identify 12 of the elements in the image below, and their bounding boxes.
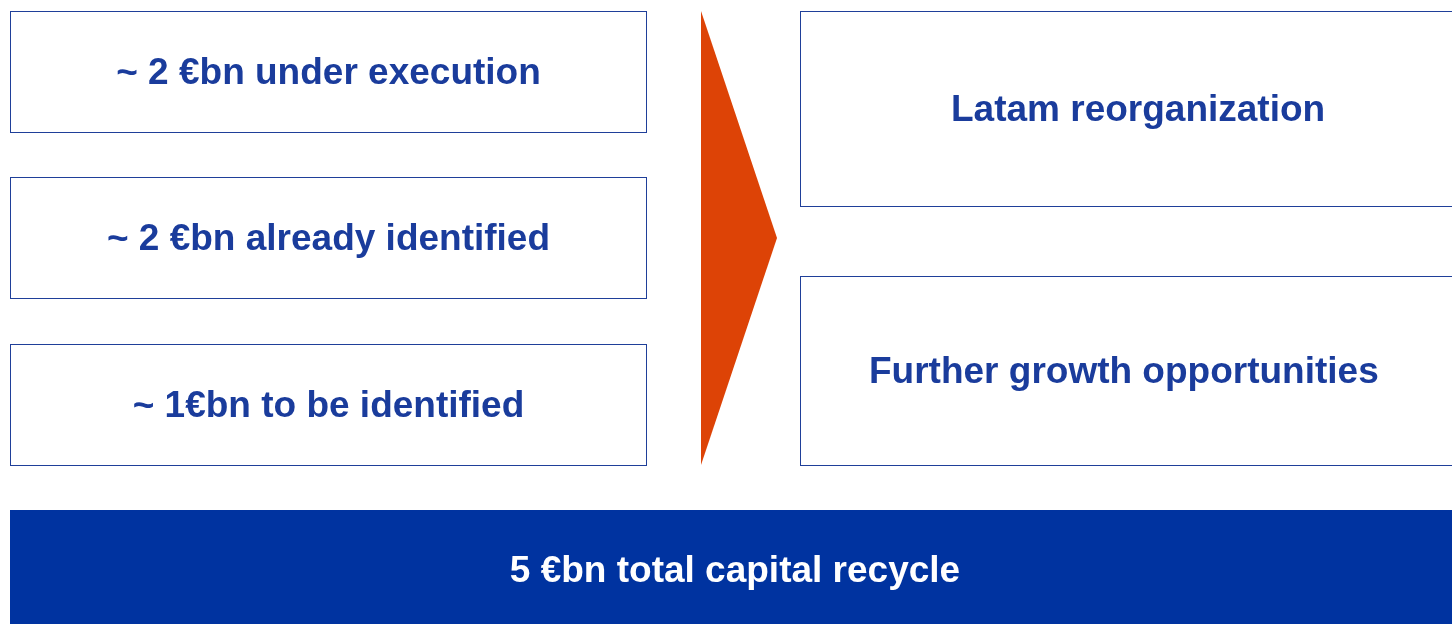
text-box bbox=[800, 11, 1452, 207]
node-label: ~ 1€bn to be identified bbox=[132, 384, 525, 426]
node-label: Latam reorganization bbox=[951, 88, 1326, 130]
node-label: 5 €bn total capital recycle bbox=[509, 549, 961, 591]
node-label: ~ 2 €bn under execution bbox=[116, 51, 541, 93]
node-label: Further growth opportunities bbox=[869, 350, 1379, 392]
text-box bbox=[10, 344, 647, 466]
text-box bbox=[10, 11, 647, 133]
summary-bar bbox=[10, 510, 1452, 624]
text-box bbox=[800, 276, 1452, 466]
text-box bbox=[10, 177, 647, 299]
node-label: ~ 2 €bn already identified bbox=[106, 217, 551, 259]
